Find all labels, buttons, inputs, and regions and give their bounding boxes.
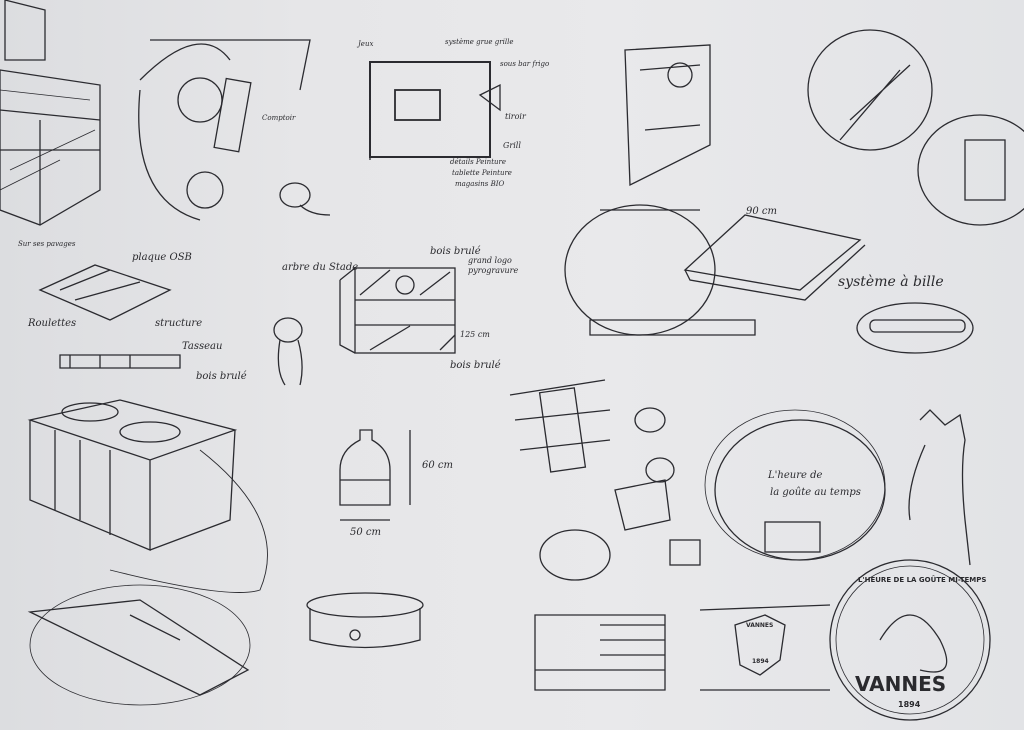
- standing-cat-sketch: [908, 409, 971, 566]
- counter-sketch: [27, 399, 268, 593]
- label-under-counter: Sur ses pavages: [18, 240, 76, 248]
- label-ball-system: système à bille: [838, 274, 944, 290]
- label-grill: Grill: [503, 141, 521, 150]
- label-pyrography: pyrogravure: [468, 266, 519, 275]
- label-width-50: 50 cm: [350, 527, 381, 538]
- stand-sketch: [339, 267, 456, 354]
- ferret-sketch: [273, 182, 331, 386]
- crest-city: VANNES: [746, 622, 774, 629]
- slogan-line-2: la goûte au temps: [770, 487, 861, 498]
- gas-bottle-sketch: [339, 429, 411, 521]
- tray-sketch: [27, 584, 251, 706]
- label-fridge: sous bar frigo: [500, 60, 550, 68]
- label-counter: Comptoir: [262, 114, 296, 122]
- label-width-90: 90 cm: [746, 206, 777, 217]
- label-paint-shelf: tablette Peinture: [452, 169, 512, 177]
- label-paint-detail: détails Peinture: [450, 158, 506, 166]
- booth-plan-sketch: [369, 61, 501, 160]
- cabinet-detail-sketch: [564, 29, 1024, 336]
- label-height-60: 60 cm: [422, 460, 453, 471]
- label-burnt-wood: bois brulé: [450, 360, 501, 371]
- slogan-line-1: L'heure de: [768, 470, 823, 481]
- cabinet-sketch: [0, 0, 101, 226]
- slogan-circle: [704, 409, 886, 561]
- label-games: Jeux: [358, 40, 374, 48]
- drawer-sketch: [683, 214, 974, 354]
- label-drawer: tiroir: [505, 112, 526, 121]
- label-logo: grand logo: [468, 256, 512, 265]
- crepe-maker-sketch: [306, 592, 424, 649]
- label-height-125: 125 cm: [460, 330, 490, 339]
- flag-sketch: [534, 614, 666, 691]
- vannes-badge: [829, 559, 991, 721]
- label-grill-system: système grue grille: [445, 38, 514, 46]
- label-osb-panel: plaque OSB: [132, 252, 192, 263]
- crest-year: 1894: [752, 658, 769, 665]
- label-wheels: Roulettes: [28, 318, 77, 329]
- label-batten: Tasseau: [182, 341, 223, 352]
- badge-arc-text: L'HEURE DE LA GOÛTE MI-TEMPS: [858, 576, 987, 584]
- label-stadium-tree: arbre du Stade: [282, 262, 359, 273]
- label-burnt-wood: bois brulé: [430, 246, 481, 257]
- osb-panel-sketch: [38, 264, 181, 369]
- label-burnt-wood: bois brulé: [196, 371, 247, 382]
- label-structure: structure: [155, 318, 203, 329]
- floor-plan-sketch: [138, 39, 311, 221]
- badge-city: VANNES: [855, 672, 947, 696]
- label-bio-stores: magasins BIO: [455, 180, 505, 188]
- crest-sketch: [699, 604, 831, 691]
- badge-year: 1894: [898, 700, 921, 709]
- cats-illustration: [509, 379, 701, 581]
